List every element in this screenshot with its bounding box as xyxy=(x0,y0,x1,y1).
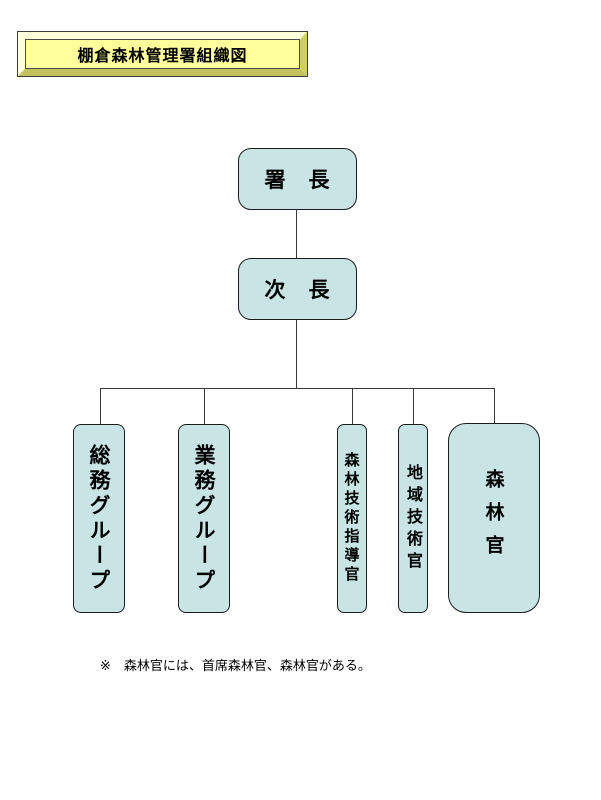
org-box-shinrin-gijutsu-shidoukan-label: 森林技術指導官 xyxy=(342,452,361,585)
chart-title: 棚倉森林管理署組織図 xyxy=(25,39,300,69)
org-box-shinrinkan-label: 森林官 xyxy=(482,468,505,568)
org-box-jicho-label: 次 長 xyxy=(264,278,331,302)
chart-title-box: 棚倉森林管理署組織図 xyxy=(17,31,308,77)
org-box-soumu-group-label: 総務グループ xyxy=(87,443,111,594)
connector-drop-shidoukan xyxy=(352,388,353,425)
org-box-soumu-group: 総務グループ xyxy=(73,424,125,613)
connector-drop-gijutsukan xyxy=(413,388,414,425)
title-bevel-frame xyxy=(18,32,307,76)
org-box-gyoumu-group-label: 業務グループ xyxy=(192,443,216,594)
org-box-gyoumu-group: 業務グループ xyxy=(178,424,230,613)
connector-drop-gyoumu xyxy=(204,388,205,425)
org-box-shinrin-gijutsu-shidoukan: 森林技術指導官 xyxy=(337,424,367,613)
org-box-chiiki-gijutsukan: 地域技術官 xyxy=(398,424,428,613)
connector-horizontal-rail xyxy=(100,388,495,389)
org-box-chiiki-gijutsukan-label: 地域技術官 xyxy=(404,463,423,574)
footnote-text: ※ 森林官には、首席森林官、森林官がある。 xyxy=(100,659,371,674)
org-box-shinrinkan: 森林官 xyxy=(448,423,540,613)
connector-second-to-rail xyxy=(296,318,297,388)
org-box-shocho-label: 署 長 xyxy=(264,168,331,192)
connector-drop-shinrinkan xyxy=(494,388,495,424)
org-box-jicho: 次 長 xyxy=(238,258,357,320)
org-box-shocho: 署 長 xyxy=(238,148,357,210)
connector-top-to-second xyxy=(296,210,297,258)
connector-drop-soumu xyxy=(100,388,101,425)
